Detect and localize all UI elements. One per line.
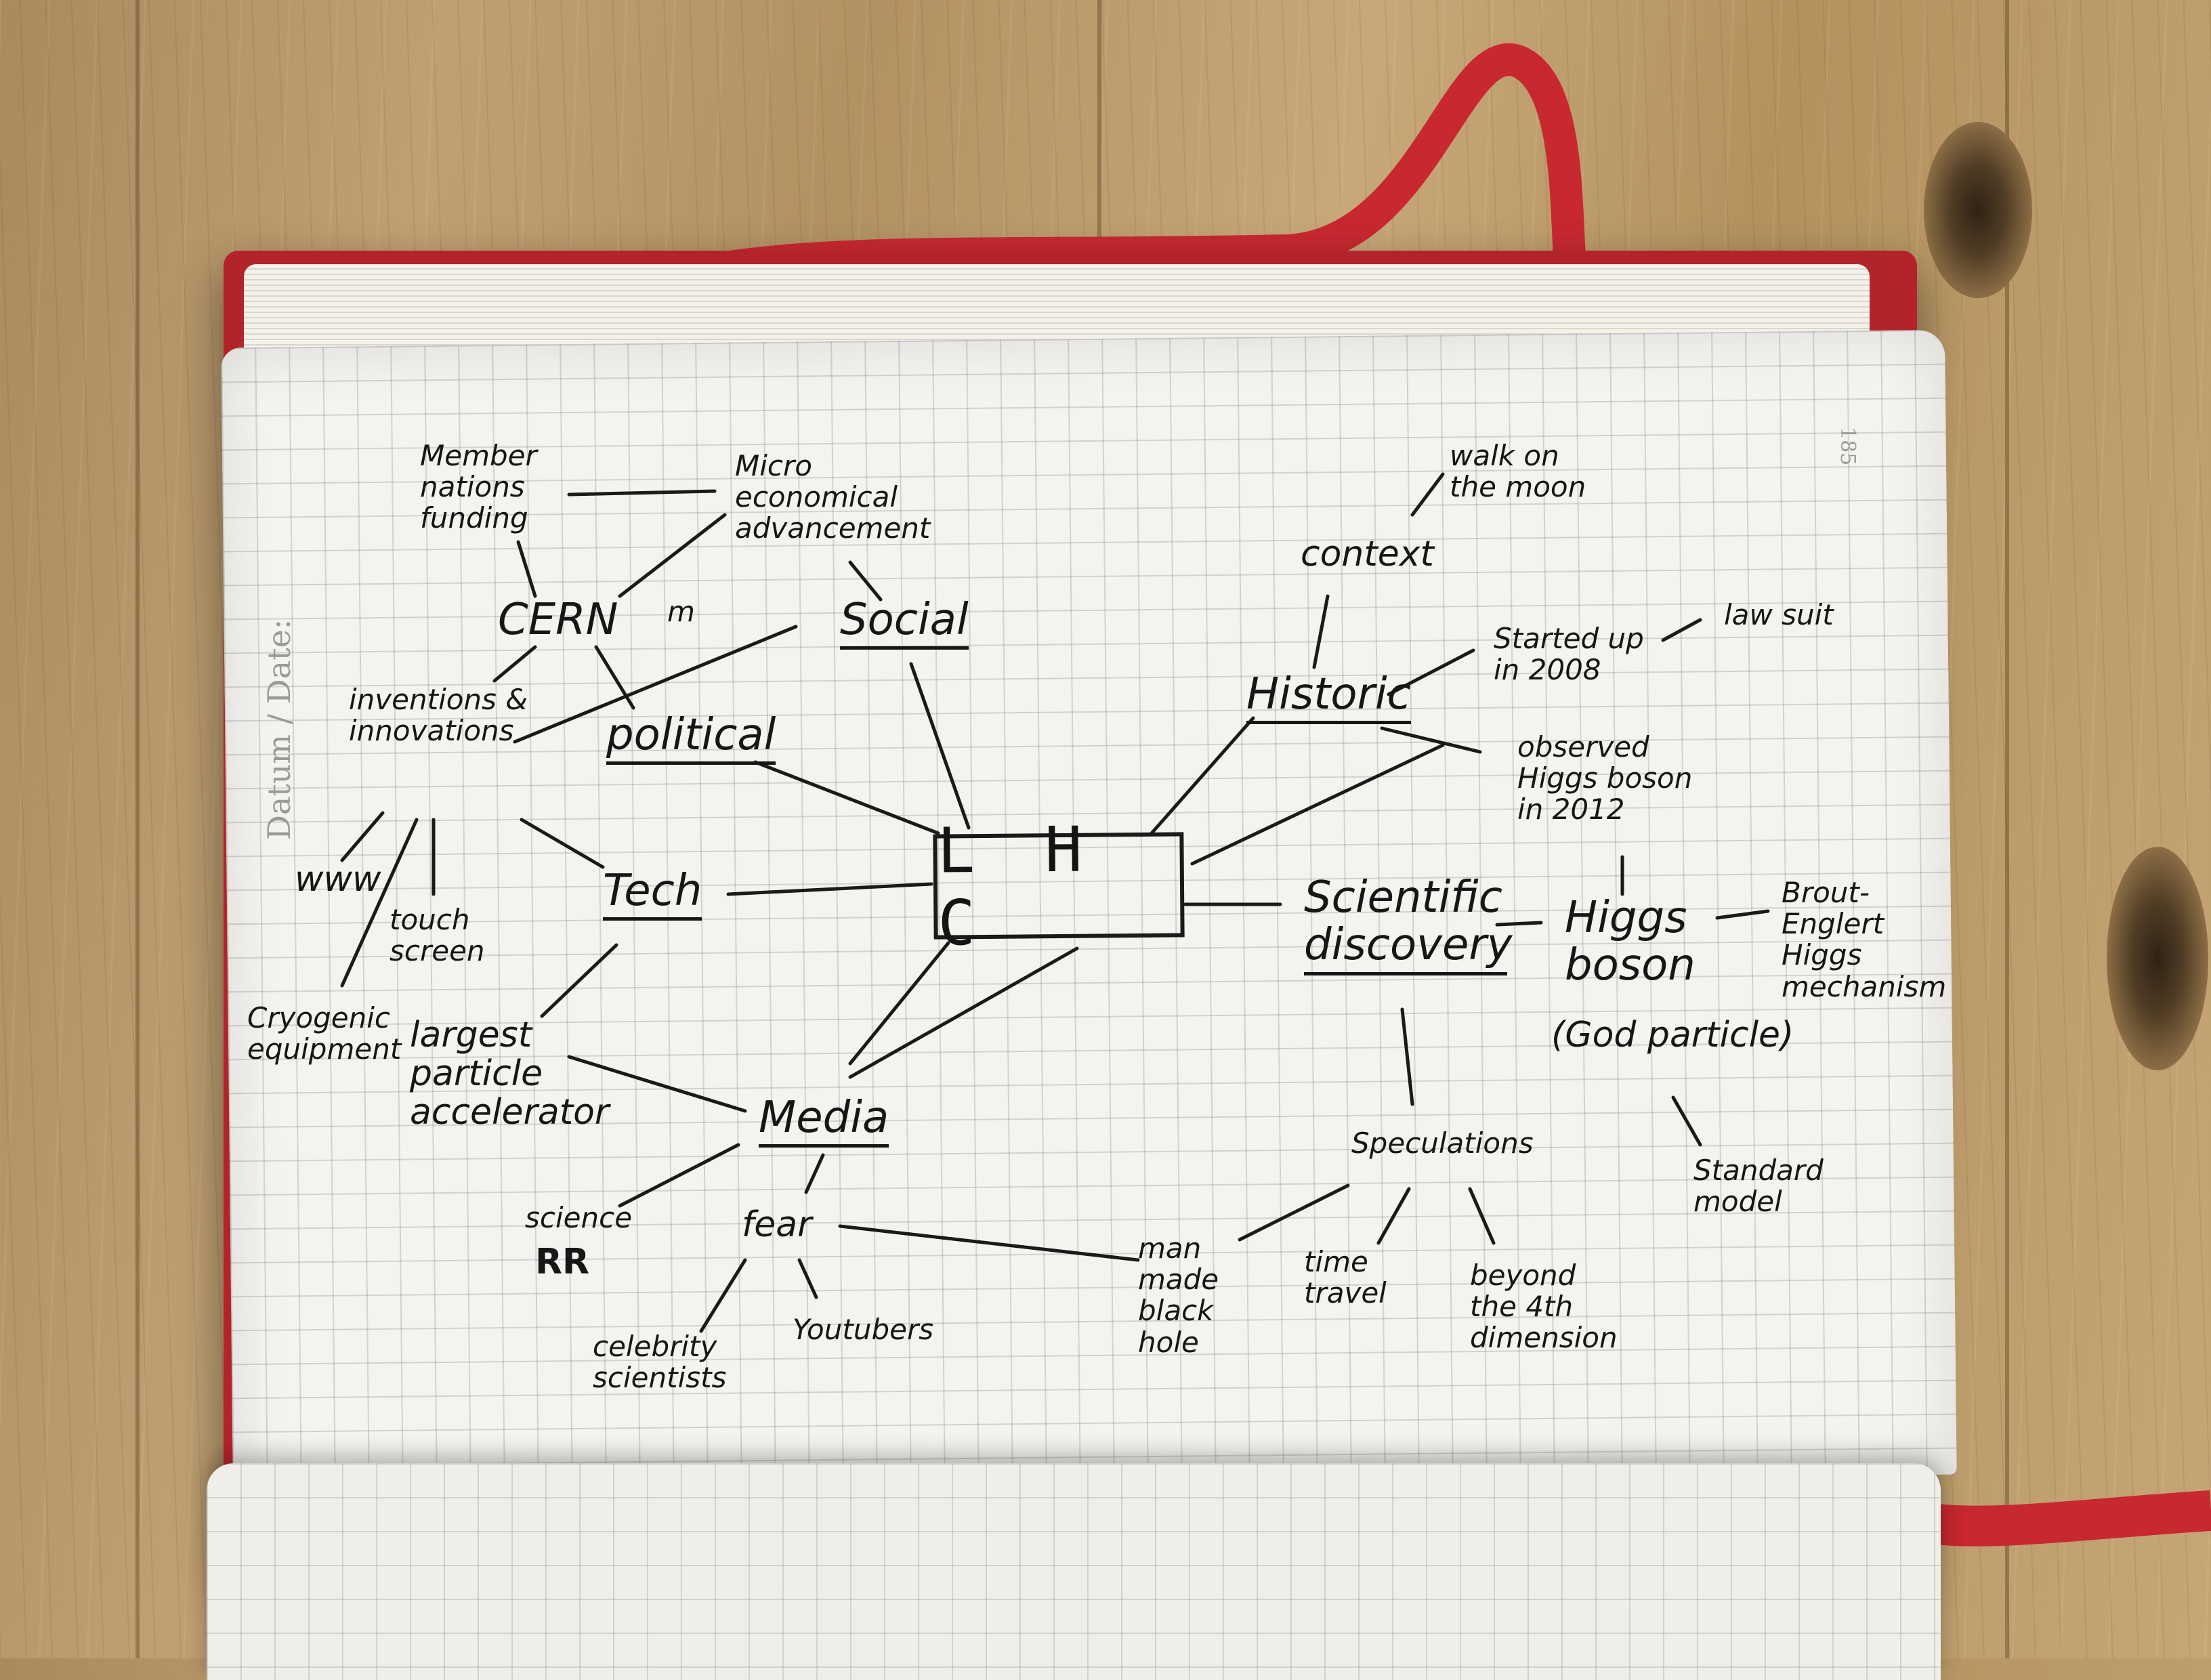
node-media: Media	[759, 1094, 889, 1148]
link-lhc-started	[1190, 743, 1445, 866]
wood-knot	[2107, 847, 2208, 1070]
link-started-lawsuit	[1661, 618, 1702, 642]
table-plank-seam	[2005, 0, 2009, 1658]
node-science: science	[525, 1201, 633, 1234]
node-touch-screen: touch screen	[389, 903, 485, 968]
node-www: www	[295, 859, 381, 900]
link-cern-inventions	[492, 645, 537, 683]
link-cern-political	[594, 645, 635, 710]
link-speculations-time	[1376, 1187, 1411, 1245]
link-member-micro	[567, 489, 717, 497]
node-celebrity-scientists: celebrity scientists	[593, 1330, 727, 1395]
link-inventions-tech	[520, 818, 605, 869]
link-scientific-higgs	[1495, 921, 1543, 927]
node-law-suit: law suit	[1724, 598, 1834, 631]
node-beyond-4th-dimension: beyond the 4th dimension	[1470, 1259, 1618, 1355]
table-plank-seam	[135, 0, 140, 1658]
link-lhc-media-a	[848, 941, 950, 1066]
link-higgs-brout	[1715, 909, 1770, 920]
node-started-2008: Started up in 2008	[1494, 622, 1644, 687]
link-god-standard	[1671, 1095, 1702, 1147]
link-historic-started	[1387, 648, 1475, 696]
wood-knot	[1924, 122, 2032, 298]
link-media-science	[618, 1143, 740, 1208]
node-rr: RR	[535, 1242, 590, 1282]
link-historic-observed	[1380, 726, 1482, 754]
node-historic: Historic	[1246, 671, 1411, 725]
node-god-particle: (God particle)	[1551, 1015, 1794, 1055]
node-scientific-discovery: Scientific discovery	[1304, 874, 1513, 975]
node-walk-on-moon: walk on the moon	[1450, 439, 1586, 504]
link-micro-social	[848, 560, 883, 602]
node-youtubers: Youtubers	[793, 1313, 934, 1346]
link-scientific-speculations	[1400, 1007, 1414, 1106]
link-lhc-historic	[1150, 716, 1255, 835]
link-fear-celebrity	[699, 1258, 747, 1333]
link-speculations-beyond	[1468, 1187, 1496, 1245]
link-speculations-blackhole	[1238, 1183, 1350, 1242]
link-social-inventions	[513, 625, 798, 744]
link-lhc-social	[909, 662, 971, 830]
link-lhc-media-b	[848, 946, 1079, 1079]
node-tech: Tech	[603, 867, 702, 921]
link-context-moon	[1410, 472, 1445, 517]
node-higgs-boson: Higgs boson	[1565, 893, 1696, 991]
link-micro-cern	[618, 513, 727, 598]
link-largest-media	[567, 1055, 747, 1113]
link-inventions-www	[340, 811, 385, 862]
center-node-lhc: L H C	[933, 813, 1185, 959]
link-tech-largest	[540, 943, 618, 1018]
node-political: political	[606, 711, 776, 765]
node-man-made-black-hole: man made black hole	[1138, 1232, 1219, 1359]
node-micro-economical: Micro economical advancement	[735, 449, 931, 545]
node-cryogenic-equipment: Cryogenic equipment	[247, 1001, 402, 1066]
node-social: Social	[840, 596, 969, 650]
node-speculations: Speculations	[1351, 1127, 1534, 1160]
node-cern-mark: m	[667, 595, 695, 628]
node-fear: fear	[742, 1204, 812, 1245]
node-standard-model: Standard model	[1693, 1154, 1824, 1219]
link-inventions-cryogenic	[340, 818, 419, 988]
node-brout-englert: Brout-Englert Higgs mechanism	[1782, 876, 1947, 1003]
node-member-funding: Member nations funding	[420, 439, 537, 535]
node-observed-higgs: observed Higgs boson in 2012	[1517, 730, 1693, 826]
link-historic-context	[1312, 594, 1330, 669]
node-context: context	[1301, 534, 1434, 574]
notebook-lower-page	[207, 1463, 1941, 1680]
node-inventions-innovations: inventions & innovations	[349, 683, 528, 748]
node-time-travel: time travel	[1304, 1245, 1387, 1310]
node-cern: CERN	[498, 595, 618, 645]
link-member-cern	[516, 540, 537, 598]
link-fear-blackhole	[838, 1224, 1140, 1262]
link-fear-youtubers	[797, 1258, 818, 1299]
node-largest-accelerator: largest particle accelerator	[410, 1015, 610, 1133]
link-media-fear	[804, 1153, 825, 1194]
link-lhc-tech	[726, 882, 933, 896]
link-lhc-political	[753, 760, 940, 835]
